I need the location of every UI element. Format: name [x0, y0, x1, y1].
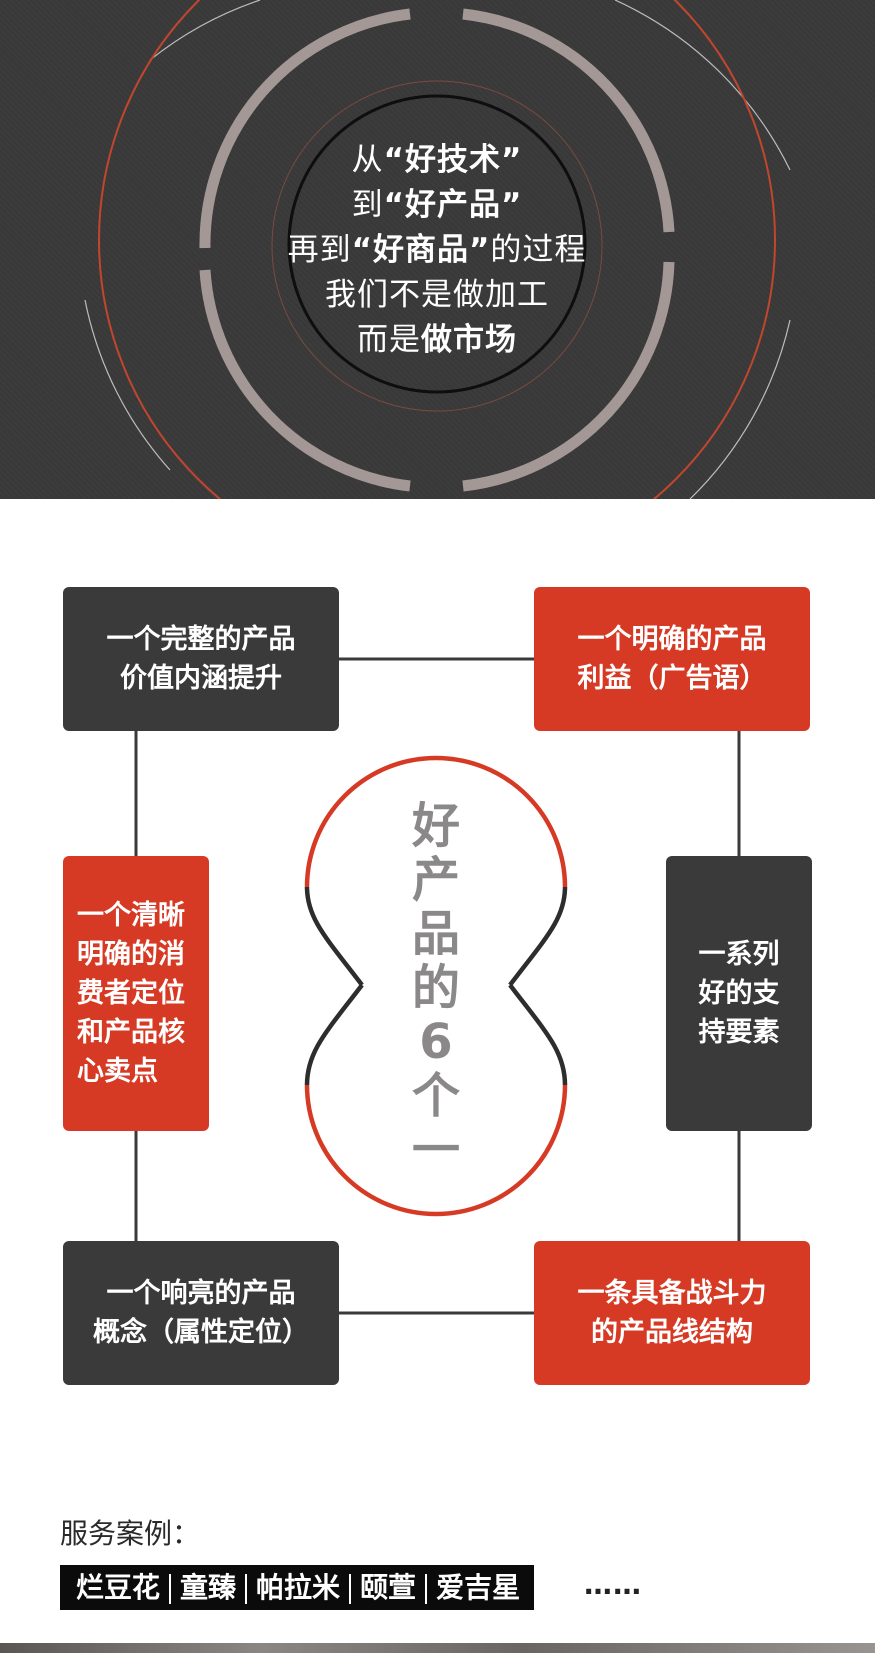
- center-title-char: 的: [411, 960, 460, 1016]
- center-title-char: 产: [411, 852, 460, 908]
- card-product-line: 一条具备战斗力 的产品线结构: [534, 1241, 810, 1385]
- bottom-image-strip: [0, 1643, 875, 1653]
- card-product-benefit: 一个明确的产品 利益（广告语）: [534, 587, 810, 731]
- card-text-line: 一个清晰: [77, 900, 185, 931]
- card-product-value: 一个完整的产品 价值内涵提升: [63, 587, 339, 731]
- center-title-char: 一: [411, 1122, 460, 1178]
- hero-line-1: 从“好技术”: [351, 142, 523, 178]
- diagram-connectors: [134, 657, 741, 1315]
- card-text-line: 一个明确的产品: [577, 624, 767, 655]
- hero-banner: 从“好技术” 到“好产品” 再到“好商品”的过程 我们不是做加工 而是做市场: [0, 0, 875, 499]
- hero-line-4: 我们不是做加工: [325, 277, 549, 313]
- six-elements-diagram: 好 产 品 的 6 个 一 一个完整的产品 价值内涵提升 一个明确的产品 利益（…: [0, 499, 875, 1429]
- card-consumer-positioning: 一个清晰 明确的消 费者定位 和产品核 心卖点: [63, 856, 209, 1131]
- case-separator: [245, 1574, 248, 1604]
- card-text-line: 和产品核: [77, 1017, 185, 1048]
- center-title-char: 品: [411, 906, 460, 962]
- card-text-line: 持要素: [698, 1017, 780, 1048]
- card-text-line: 概念（属性定位）: [93, 1317, 309, 1348]
- figure-eight-outline: [304, 755, 568, 1217]
- hero-line-5: 而是做市场: [357, 322, 517, 358]
- card-text-line: 费者定位: [77, 978, 185, 1009]
- case-item[interactable]: 颐萱: [360, 1571, 417, 1604]
- center-title-char: 个: [411, 1068, 460, 1124]
- card-text-line: 一个完整的产品: [106, 624, 296, 655]
- card-text-line: 利益（广告语）: [577, 663, 767, 694]
- case-separator: [349, 1574, 352, 1604]
- card-text-line: 一条具备战斗力: [577, 1278, 767, 1309]
- center-title-char: 6: [419, 1014, 453, 1070]
- cases-label: 服务案例：: [60, 1518, 201, 1549]
- card-text-line: 一系列: [698, 939, 780, 970]
- hero-line-3: 再到“好商品”的过程: [287, 232, 587, 268]
- case-item[interactable]: 爱吉星: [436, 1571, 521, 1604]
- hero-line-2: 到“好产品”: [351, 187, 523, 223]
- card-text-line: 的产品线结构: [591, 1317, 753, 1348]
- cases-more-ellipsis: ……: [584, 1568, 642, 1601]
- concentric-rings-decoration: [84, 0, 791, 499]
- cases-list: 烂豆花童臻帕拉米颐萱爱吉星: [60, 1565, 535, 1610]
- card-text-line: 心卖点: [77, 1056, 158, 1087]
- case-separator: [169, 1574, 172, 1604]
- card-text-line: 价值内涵提升: [120, 663, 282, 694]
- card-text-line: 好的支: [698, 978, 780, 1009]
- case-item[interactable]: 烂豆花: [76, 1571, 161, 1604]
- case-item[interactable]: 童臻: [180, 1571, 237, 1604]
- card-text-line: 明确的消: [77, 939, 185, 970]
- case-item[interactable]: 帕拉米: [256, 1571, 341, 1604]
- card-support-elements: 一系列 好的支 持要素: [666, 856, 812, 1131]
- card-product-concept: 一个响亮的产品 概念（属性定位）: [63, 1241, 339, 1385]
- diagram-center-title: 好 产 品 的 6 个 一: [396, 799, 476, 1177]
- hero-slogan: 从“好技术” 到“好产品” 再到“好商品”的过程 我们不是做加工 而是做市场: [237, 138, 637, 363]
- case-separator: [425, 1574, 428, 1604]
- card-text-line: 一个响亮的产品: [106, 1278, 296, 1309]
- center-title-char: 好: [411, 798, 460, 854]
